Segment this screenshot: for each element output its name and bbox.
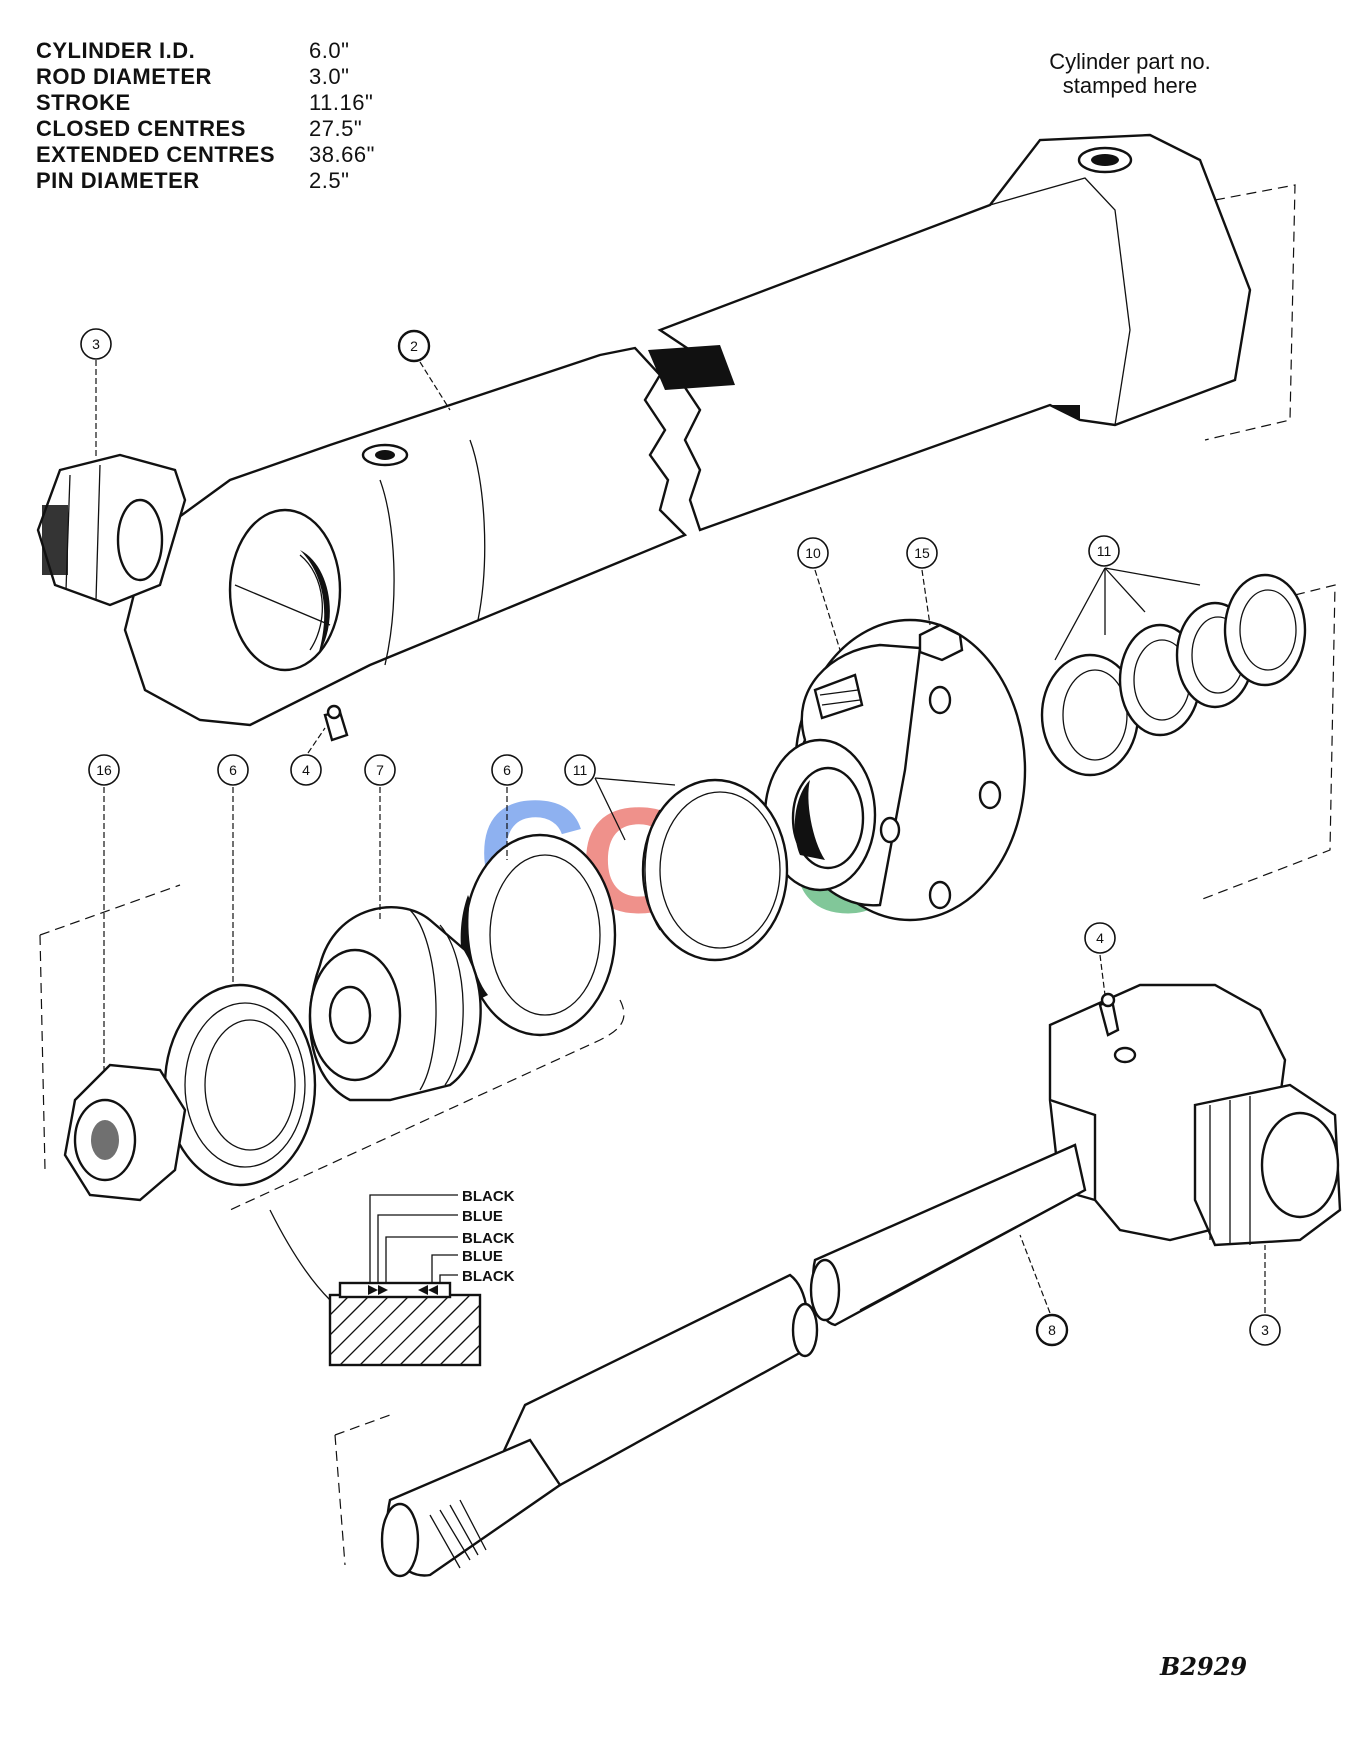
- callout-11-upper: 11: [1054, 535, 1201, 661]
- callout-6-left: 6: [217, 754, 249, 985]
- seal-color-label: BLUE: [462, 1208, 503, 1225]
- callout-8: 8: [1019, 1234, 1069, 1347]
- gland-screw: [918, 623, 964, 662]
- stamp-note-line: Cylinder part no.: [1049, 49, 1211, 74]
- svg-text:11: 11: [1097, 543, 1112, 559]
- callout-4-left: 4: [290, 727, 326, 786]
- callout-11-lower: 11: [564, 754, 676, 841]
- svg-text:6: 6: [503, 762, 511, 778]
- spec-label: PIN DIAMETER: [36, 168, 200, 193]
- spec-label: CLOSED CENTRES: [36, 116, 246, 141]
- gland-housing: [763, 618, 1027, 922]
- spec-label: CYLINDER I.D.: [36, 38, 196, 63]
- svg-text:2: 2: [410, 338, 418, 354]
- spec-value: 3.0": [309, 64, 350, 89]
- spec-row: CLOSED CENTRES 27.5": [36, 116, 375, 142]
- grease-nipple-top: [323, 704, 349, 742]
- callout-4-right: 4: [1084, 922, 1116, 996]
- spec-label: ROD DIAMETER: [36, 64, 212, 89]
- piston-rod: [380, 983, 1342, 1578]
- part-number-stamp-note: Cylinder part no. stamped here: [1000, 50, 1260, 98]
- seal-color-label: BLACK: [462, 1188, 515, 1205]
- seal-cross-section: BLACK BLUE BLACK BLUE BLACK: [269, 1188, 515, 1367]
- callout-2: 2: [397, 329, 451, 411]
- callout-16: 16: [88, 754, 120, 1070]
- svg-text:3: 3: [1261, 1322, 1269, 1338]
- svg-text:10: 10: [805, 545, 821, 561]
- seal-color-label: BLACK: [462, 1268, 515, 1285]
- callout-10: 10: [797, 537, 841, 651]
- stamp-note-line: stamped here: [1062, 73, 1198, 98]
- svg-text:7: 7: [376, 762, 384, 778]
- spec-row: CYLINDER I.D. 6.0": [36, 38, 375, 64]
- piston-seal-left: [163, 983, 317, 1187]
- spec-label: STROKE: [36, 90, 131, 115]
- piston: [308, 906, 482, 1102]
- svg-text:3: 3: [92, 336, 100, 352]
- spec-value: 27.5": [309, 116, 363, 141]
- seal-set-upper: [1040, 573, 1307, 777]
- callout-15: 15: [906, 537, 938, 626]
- spec-row: EXTENDED CENTRES 38.66": [36, 142, 375, 168]
- svg-text:8: 8: [1048, 1322, 1056, 1338]
- assembly-frame-lines: [39, 184, 1336, 1211]
- specification-table: CYLINDER I.D. 6.0" ROD DIAMETER 3.0" STROK…: [36, 38, 375, 194]
- cylinder-barrel: [123, 133, 1252, 727]
- spec-value: 11.16": [309, 90, 374, 115]
- spec-label: EXTENDED CENTRES: [36, 142, 276, 167]
- drawing-code: B2929: [1160, 1652, 1248, 1681]
- seal-color-label: BLUE: [462, 1248, 503, 1265]
- spec-row: ROD DIAMETER 3.0": [36, 64, 375, 90]
- svg-text:6: 6: [229, 762, 237, 778]
- wear-ring: [641, 778, 789, 962]
- svg-text:15: 15: [914, 545, 930, 561]
- spec-row: PIN DIAMETER 2.5": [36, 168, 375, 194]
- svg-text:4: 4: [302, 762, 310, 778]
- callout-6-right: 6: [491, 754, 523, 860]
- callout-7: 7: [364, 754, 396, 920]
- callout-3-right: 3: [1249, 1245, 1281, 1346]
- spec-value: 6.0": [309, 38, 350, 63]
- spec-row: STROKE 11.16": [36, 90, 375, 116]
- svg-text:4: 4: [1096, 930, 1104, 946]
- bush-left: [36, 453, 187, 607]
- callout-3-left: 3: [80, 328, 112, 458]
- piston-nut: [63, 1063, 187, 1202]
- spec-value: 2.5": [309, 168, 350, 193]
- svg-text:16: 16: [96, 762, 112, 778]
- spec-value: 38.66": [309, 142, 375, 167]
- seal-color-label: BLACK: [462, 1230, 515, 1247]
- svg-text:11: 11: [573, 762, 588, 778]
- rod-frame-lines: [334, 1414, 391, 1566]
